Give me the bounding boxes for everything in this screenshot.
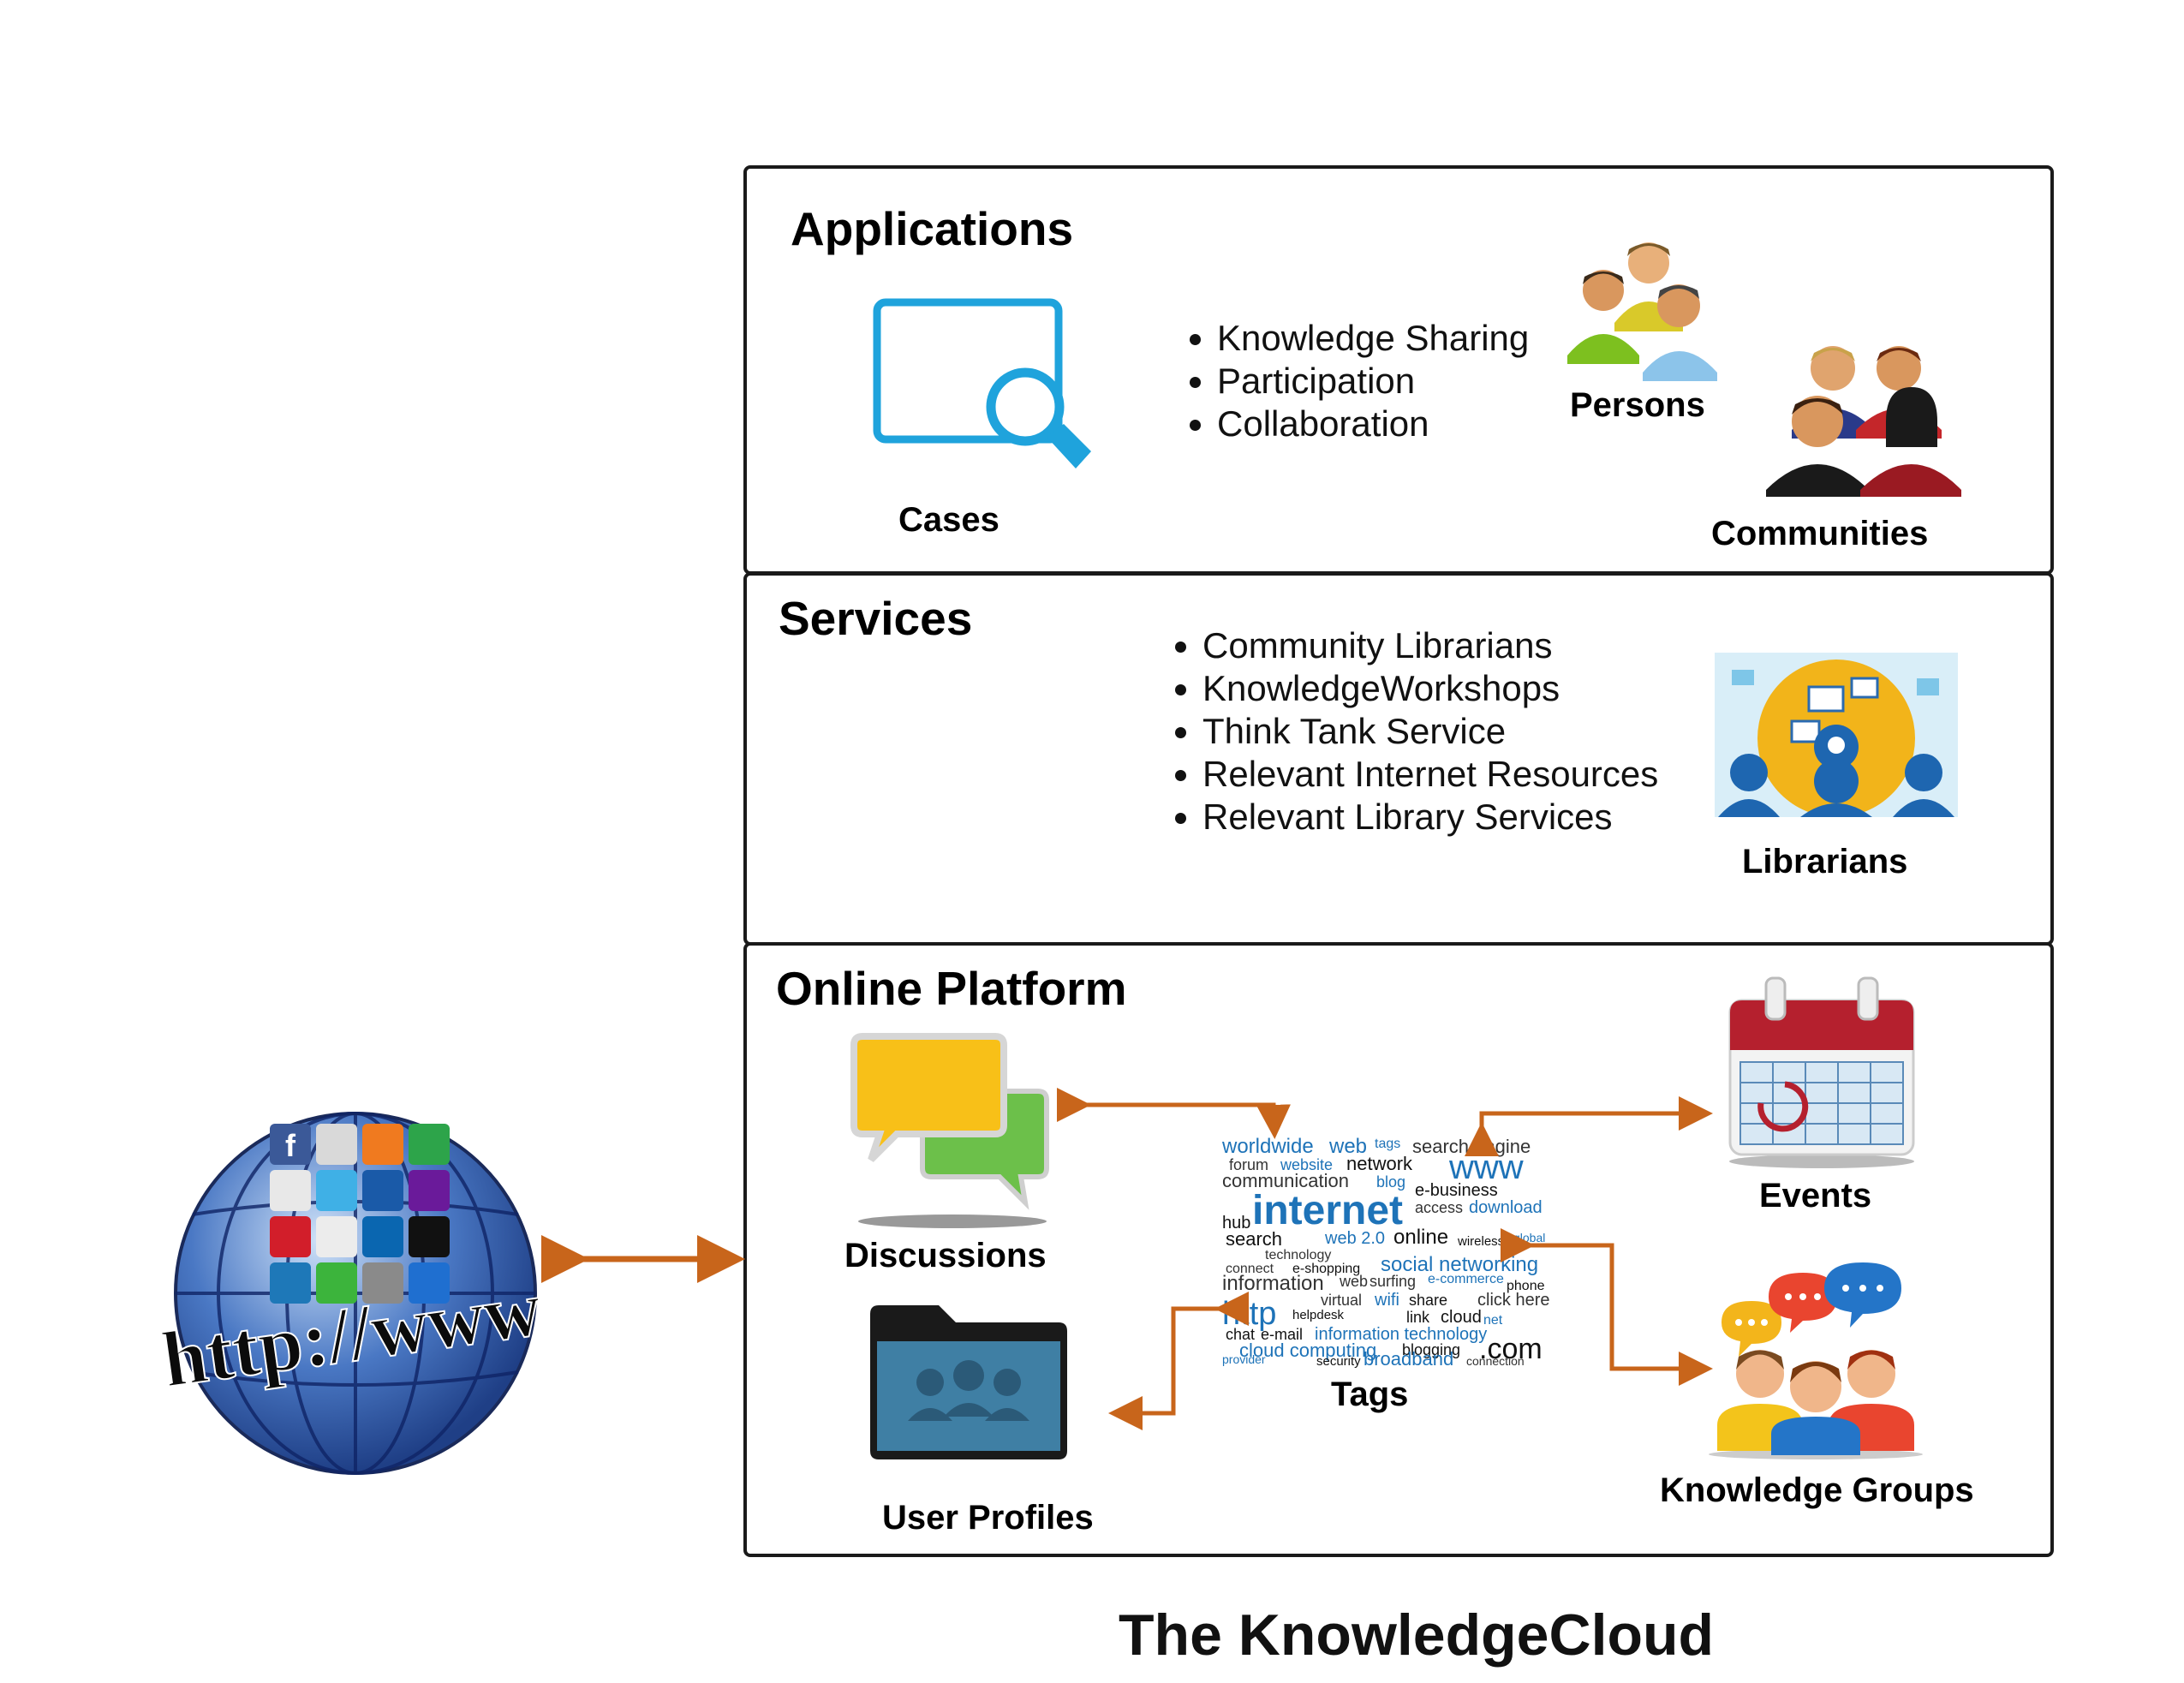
arrow-tags-user-profiles <box>1108 1292 1249 1430</box>
tag-word: virtual <box>1321 1292 1362 1309</box>
tag-word: technology <box>1265 1248 1331 1262</box>
bullet-item: Collaboration <box>1217 403 1529 445</box>
bullet-item: KnowledgeWorkshops <box>1202 667 1658 710</box>
events-label: Events <box>1759 1177 1872 1215</box>
tag-word: connect <box>1226 1262 1274 1276</box>
discussions-icon <box>850 1033 1049 1228</box>
tag-word: link <box>1406 1309 1430 1326</box>
globe-platform-connector <box>541 1235 745 1283</box>
services-panel: Services Community Librarians KnowledgeW… <box>743 572 2054 946</box>
applications-bullets: Knowledge Sharing Participation Collabor… <box>1186 317 1529 445</box>
globe-http-icon: f http://www <box>156 1112 547 1475</box>
diagram-title: The KnowledgeCloud <box>1119 1602 1715 1668</box>
tag-word: blogging <box>1402 1341 1460 1358</box>
svg-text:f: f <box>285 1128 296 1163</box>
tag-word: blog <box>1376 1173 1405 1191</box>
tag-word: internet <box>1252 1188 1403 1233</box>
persons-label: Persons <box>1570 386 1705 424</box>
online-platform-panel: Online Platform Discussions User Profile… <box>743 942 2054 1557</box>
tag-word: information technology <box>1315 1325 1487 1344</box>
services-bullets: Community Librarians KnowledgeWorkshops … <box>1172 624 1658 839</box>
tag-word: network <box>1346 1153 1413 1174</box>
applications-title: Applications <box>791 202 1074 255</box>
bullet-item: Knowledge Sharing <box>1217 317 1529 360</box>
persons-icon <box>1567 242 1717 381</box>
bullet-item: Relevant Internet Resources <box>1202 753 1658 796</box>
tag-word: broadband <box>1364 1348 1453 1370</box>
arrow-tags-knowledge-groups <box>1501 1228 1713 1386</box>
online-platform-title: Online Platform <box>776 962 1127 1015</box>
tag-word: website <box>1280 1156 1333 1173</box>
tag-word: web <box>1339 1273 1368 1290</box>
tag-word: e-commerce <box>1428 1272 1504 1286</box>
tag-word: communication <box>1222 1170 1349 1191</box>
tag-word: information <box>1222 1272 1324 1295</box>
tag-word: share <box>1409 1292 1447 1309</box>
knowledge-groups-icon <box>1709 1262 1923 1459</box>
tag-word: net <box>1483 1313 1503 1328</box>
communities-label: Communities <box>1711 515 1929 552</box>
librarians-label: Librarians <box>1742 843 1908 880</box>
cases-label: Cases <box>898 501 1000 539</box>
tag-word: online <box>1393 1226 1448 1249</box>
bullet-item: Community Librarians <box>1202 624 1658 667</box>
applications-panel: Applications Cases Knowledge Sharing Par… <box>743 165 2054 575</box>
user-profiles-label: User Profiles <box>882 1499 1094 1537</box>
tag-word: access <box>1415 1199 1463 1216</box>
knowledge-groups-label: Knowledge Groups <box>1660 1471 1974 1509</box>
tag-word: wireless <box>1457 1234 1504 1249</box>
tag-word: search <box>1226 1228 1282 1250</box>
platform-connectors <box>1057 1088 1713 1430</box>
tag-word: web <box>1328 1135 1367 1158</box>
folder-users-icon <box>870 1305 1067 1459</box>
bullet-item: Think Tank Service <box>1202 710 1658 753</box>
tag-word: download <box>1469 1198 1543 1217</box>
tag-word: forum <box>1229 1156 1268 1173</box>
tag-word: web 2.0 <box>1324 1229 1385 1248</box>
tag-word: tags <box>1375 1137 1400 1151</box>
magnifier-screen-icon <box>873 298 1091 468</box>
librarians-illustration-icon <box>1715 653 1958 817</box>
bullet-item: Relevant Library Services <box>1202 796 1658 839</box>
arrow-discussions-tags <box>1057 1088 1291 1139</box>
tag-word: hub <box>1222 1214 1250 1232</box>
tag-word: security <box>1316 1354 1361 1369</box>
tag-word: e-mail <box>1261 1326 1303 1343</box>
arrow-tags-events <box>1465 1096 1713 1156</box>
tag-word: e-business <box>1415 1181 1498 1200</box>
tag-word: surfing <box>1369 1273 1416 1290</box>
tag-word: wifi <box>1374 1291 1399 1310</box>
bullet-item: Participation <box>1217 360 1529 403</box>
tags-label: Tags <box>1331 1376 1409 1413</box>
discussions-label: Discussions <box>844 1237 1047 1274</box>
services-title: Services <box>779 592 973 645</box>
tag-word: cloud <box>1441 1308 1482 1327</box>
tag-word: helpdesk <box>1292 1308 1345 1322</box>
tag-word: e-shopping <box>1292 1262 1360 1276</box>
calendar-icon <box>1728 976 1915 1168</box>
tag-word: cloud computing <box>1239 1340 1376 1361</box>
communities-icon <box>1766 346 1961 497</box>
